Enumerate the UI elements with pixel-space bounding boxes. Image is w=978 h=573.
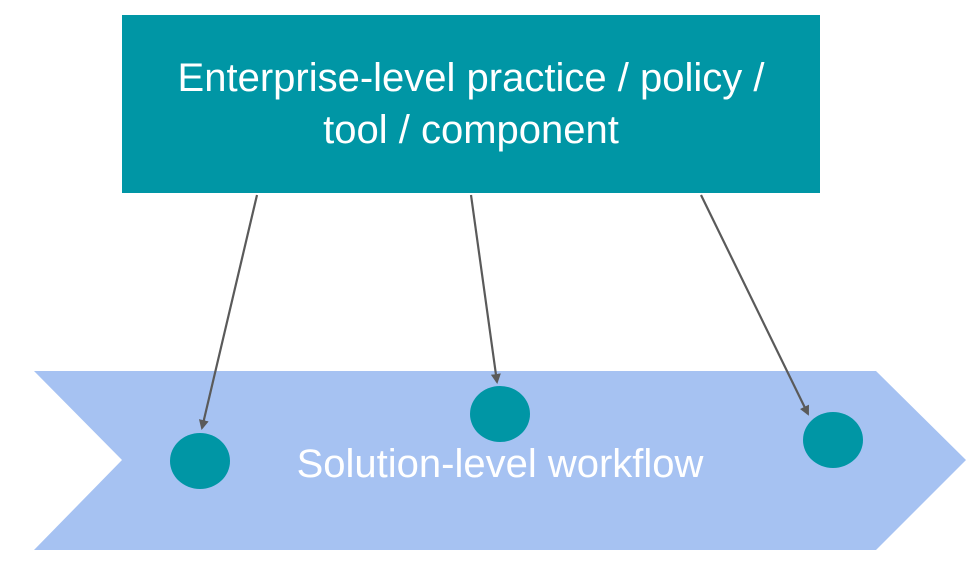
connector-arrow-left: [198, 194, 259, 430]
workflow-node-middle: [470, 386, 530, 442]
enterprise-level-label: Enterprise-level practice / policy / too…: [177, 56, 765, 152]
solution-level-workflow-label: Solution-level workflow: [296, 442, 704, 486]
workflow-node-right: [803, 412, 863, 468]
connector-arrow-middle: [469, 194, 501, 384]
workflow-chevron: [34, 371, 966, 550]
enterprise-level-box: Enterprise-level practice / policy / too…: [122, 15, 820, 193]
connector-arrow-right: [700, 194, 809, 416]
workflow-node-left: [170, 433, 230, 489]
